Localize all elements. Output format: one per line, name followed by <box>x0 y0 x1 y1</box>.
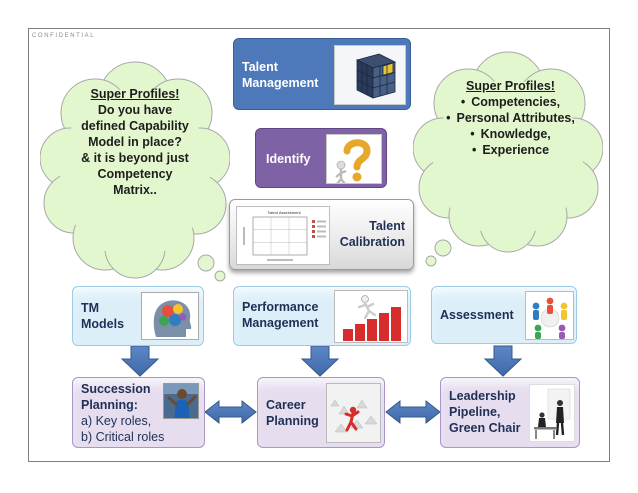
succession-planning-box: Succession Planning: a) Key roles, b) Cr… <box>72 377 205 448</box>
tm-models-box: TM Models <box>72 286 204 346</box>
talent-calibration-label: Talent Calibration <box>339 219 405 249</box>
arrow-down-performance <box>300 345 340 377</box>
assessment-label: Assessment <box>440 308 514 322</box>
performance-management-label: Performance Management <box>242 300 319 330</box>
calibration-chart-thumbnail: Talent Assessment <box>236 206 330 265</box>
question-mark-figure-icon <box>326 134 382 184</box>
brain-gears-icon <box>141 292 199 340</box>
talent-management-box: Talent Management <box>233 38 411 110</box>
leadership-pipeline-box: Leadership Pipeline, Green Chair <box>440 377 580 448</box>
identify-label: Identify <box>266 152 311 166</box>
athlete-photo <box>163 383 199 419</box>
chess-figures-icon <box>326 383 381 443</box>
tm-models-label: TM Models <box>81 301 125 331</box>
double-arrow-succession-career <box>204 399 257 425</box>
succession-item: a) Key roles, <box>81 414 152 428</box>
talent-calibration-box: Talent Assessment Talent Calibration <box>229 199 414 270</box>
people-puzzle-icon <box>525 291 574 340</box>
arrow-down-assessment <box>483 345 523 377</box>
cloud-left-text: Super Profiles! Do you have defined Capa… <box>60 86 210 198</box>
thumbnail-title: Talent Assessment <box>267 210 301 215</box>
career-planning-label: Career Planning <box>266 398 319 428</box>
thought-cloud-right: Super Profiles! Competencies, Personal A… <box>413 48 603 270</box>
arrow-down-tm-models <box>120 345 160 377</box>
bullet-item: Personal Attributes, <box>443 110 578 126</box>
cloud-left-line: defined Capability <box>81 119 189 133</box>
bullet-item: Competencies, <box>443 94 578 110</box>
career-planning-box: Career Planning <box>257 377 385 448</box>
cloud-left-line: Competency <box>97 167 173 181</box>
business-meeting-photo <box>529 384 575 442</box>
cloud-left-line: Model in place? <box>88 135 182 149</box>
cloud-left-line: Matrix.. <box>113 183 157 197</box>
leadership-pipeline-label: Leadership Pipeline, Green Chair <box>449 389 521 435</box>
cloud-left-line: & it is beyond just <box>81 151 189 165</box>
performance-management-box: Performance Management <box>233 286 411 346</box>
slide-frame <box>28 28 610 462</box>
cloud-right-title: Super Profiles! <box>466 79 555 93</box>
bullet-item: Experience <box>443 142 578 158</box>
succession-item: b) Critical roles <box>81 430 165 444</box>
confidential-label: CONFIDENTIAL <box>32 33 96 39</box>
rubiks-cube-icon <box>334 45 406 105</box>
succession-planning-label: Succession Planning: a) Key roles, b) Cr… <box>81 382 165 444</box>
cloud-left-title: Super Profiles! <box>90 87 180 101</box>
cloud-right-bullets: Competencies, Personal Attributes, Knowl… <box>443 94 578 158</box>
cloud-left-line: Do you have <box>97 103 173 117</box>
identify-box: Identify <box>255 128 387 188</box>
double-arrow-career-leadership <box>385 399 441 425</box>
thought-cloud-left: Super Profiles! Do you have defined Capa… <box>40 58 230 288</box>
talent-management-label: Talent Management <box>242 60 319 90</box>
bullet-item: Knowledge, <box>443 126 578 142</box>
cloud-left-shape <box>40 61 230 282</box>
assessment-box: Assessment <box>431 286 577 344</box>
bar-stairs-icon <box>334 290 408 343</box>
cloud-right-text: Super Profiles! Competencies, Personal A… <box>443 78 578 158</box>
